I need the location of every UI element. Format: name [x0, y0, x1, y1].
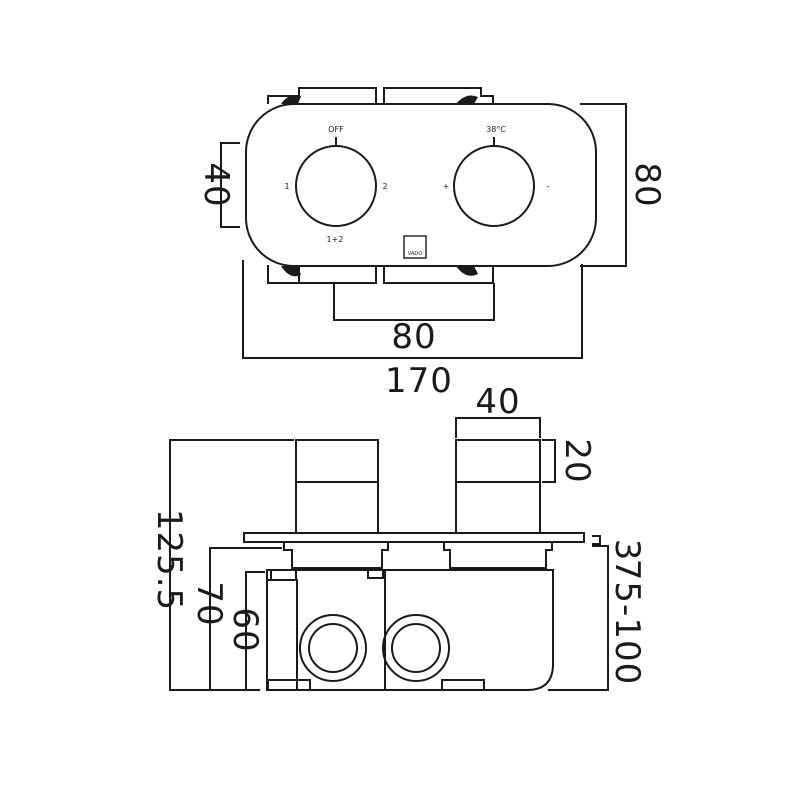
dim-plate-width: 170 — [242, 260, 583, 401]
handle-right-top-label: 38°C — [486, 125, 506, 134]
svg-text:70: 70 — [189, 581, 229, 626]
handle-left-left-label: 1 — [284, 182, 289, 191]
svg-text:170: 170 — [385, 361, 453, 401]
dim-handle-diameter-side: 40 — [455, 382, 541, 438]
left-handle: OFF 1 2 1+2 — [284, 125, 387, 244]
vado-logo: VADO — [403, 235, 427, 259]
dim-box-depth: 60 — [225, 571, 265, 690]
side-view: 40 20 125.5 70 60 3 75-100 — [149, 382, 647, 691]
right-port — [382, 614, 450, 682]
dim-total-depth: 125.5 — [149, 439, 294, 691]
front-view: OFF 1 2 1+2 38°C + - VADO 40 80 — [196, 87, 667, 401]
svg-text:75-100: 75-100 — [607, 559, 647, 685]
mounting-brackets — [267, 87, 494, 284]
dim-handle-spacing: 80 — [333, 283, 495, 357]
handle-left-right-label: 2 — [382, 182, 387, 191]
svg-text:80: 80 — [627, 162, 667, 207]
svg-text:VADO: VADO — [408, 251, 422, 257]
left-handle-side — [295, 439, 379, 534]
dim-plate-thickness: 3 — [592, 535, 647, 562]
handle-left-top-label: OFF — [328, 125, 344, 134]
dim-body-depth: 70 — [189, 547, 282, 690]
dim-handle-diameter-front: 40 — [196, 142, 240, 228]
svg-text:80: 80 — [391, 317, 436, 357]
right-handle: 38°C + - — [443, 125, 550, 227]
svg-text:40: 40 — [196, 162, 236, 207]
back-box — [266, 569, 554, 691]
svg-text:3: 3 — [607, 539, 647, 562]
svg-text:20: 20 — [557, 438, 597, 483]
handle-left-bottom-label: 1+2 — [327, 235, 344, 244]
right-handle-side — [455, 439, 541, 534]
svg-text:60: 60 — [225, 607, 265, 652]
dim-install-depth: 75-100 — [548, 545, 647, 691]
svg-text:40: 40 — [475, 382, 520, 422]
face-plate — [245, 103, 597, 267]
svg-text:125.5: 125.5 — [149, 509, 189, 611]
handle-right-left-label: + — [443, 182, 450, 191]
dim-handle-depth: 20 — [542, 438, 597, 484]
left-port — [299, 614, 367, 682]
handle-right-right-label: - — [547, 182, 550, 191]
face-plate-side — [243, 532, 585, 543]
dim-plate-height: 80 — [580, 103, 667, 267]
